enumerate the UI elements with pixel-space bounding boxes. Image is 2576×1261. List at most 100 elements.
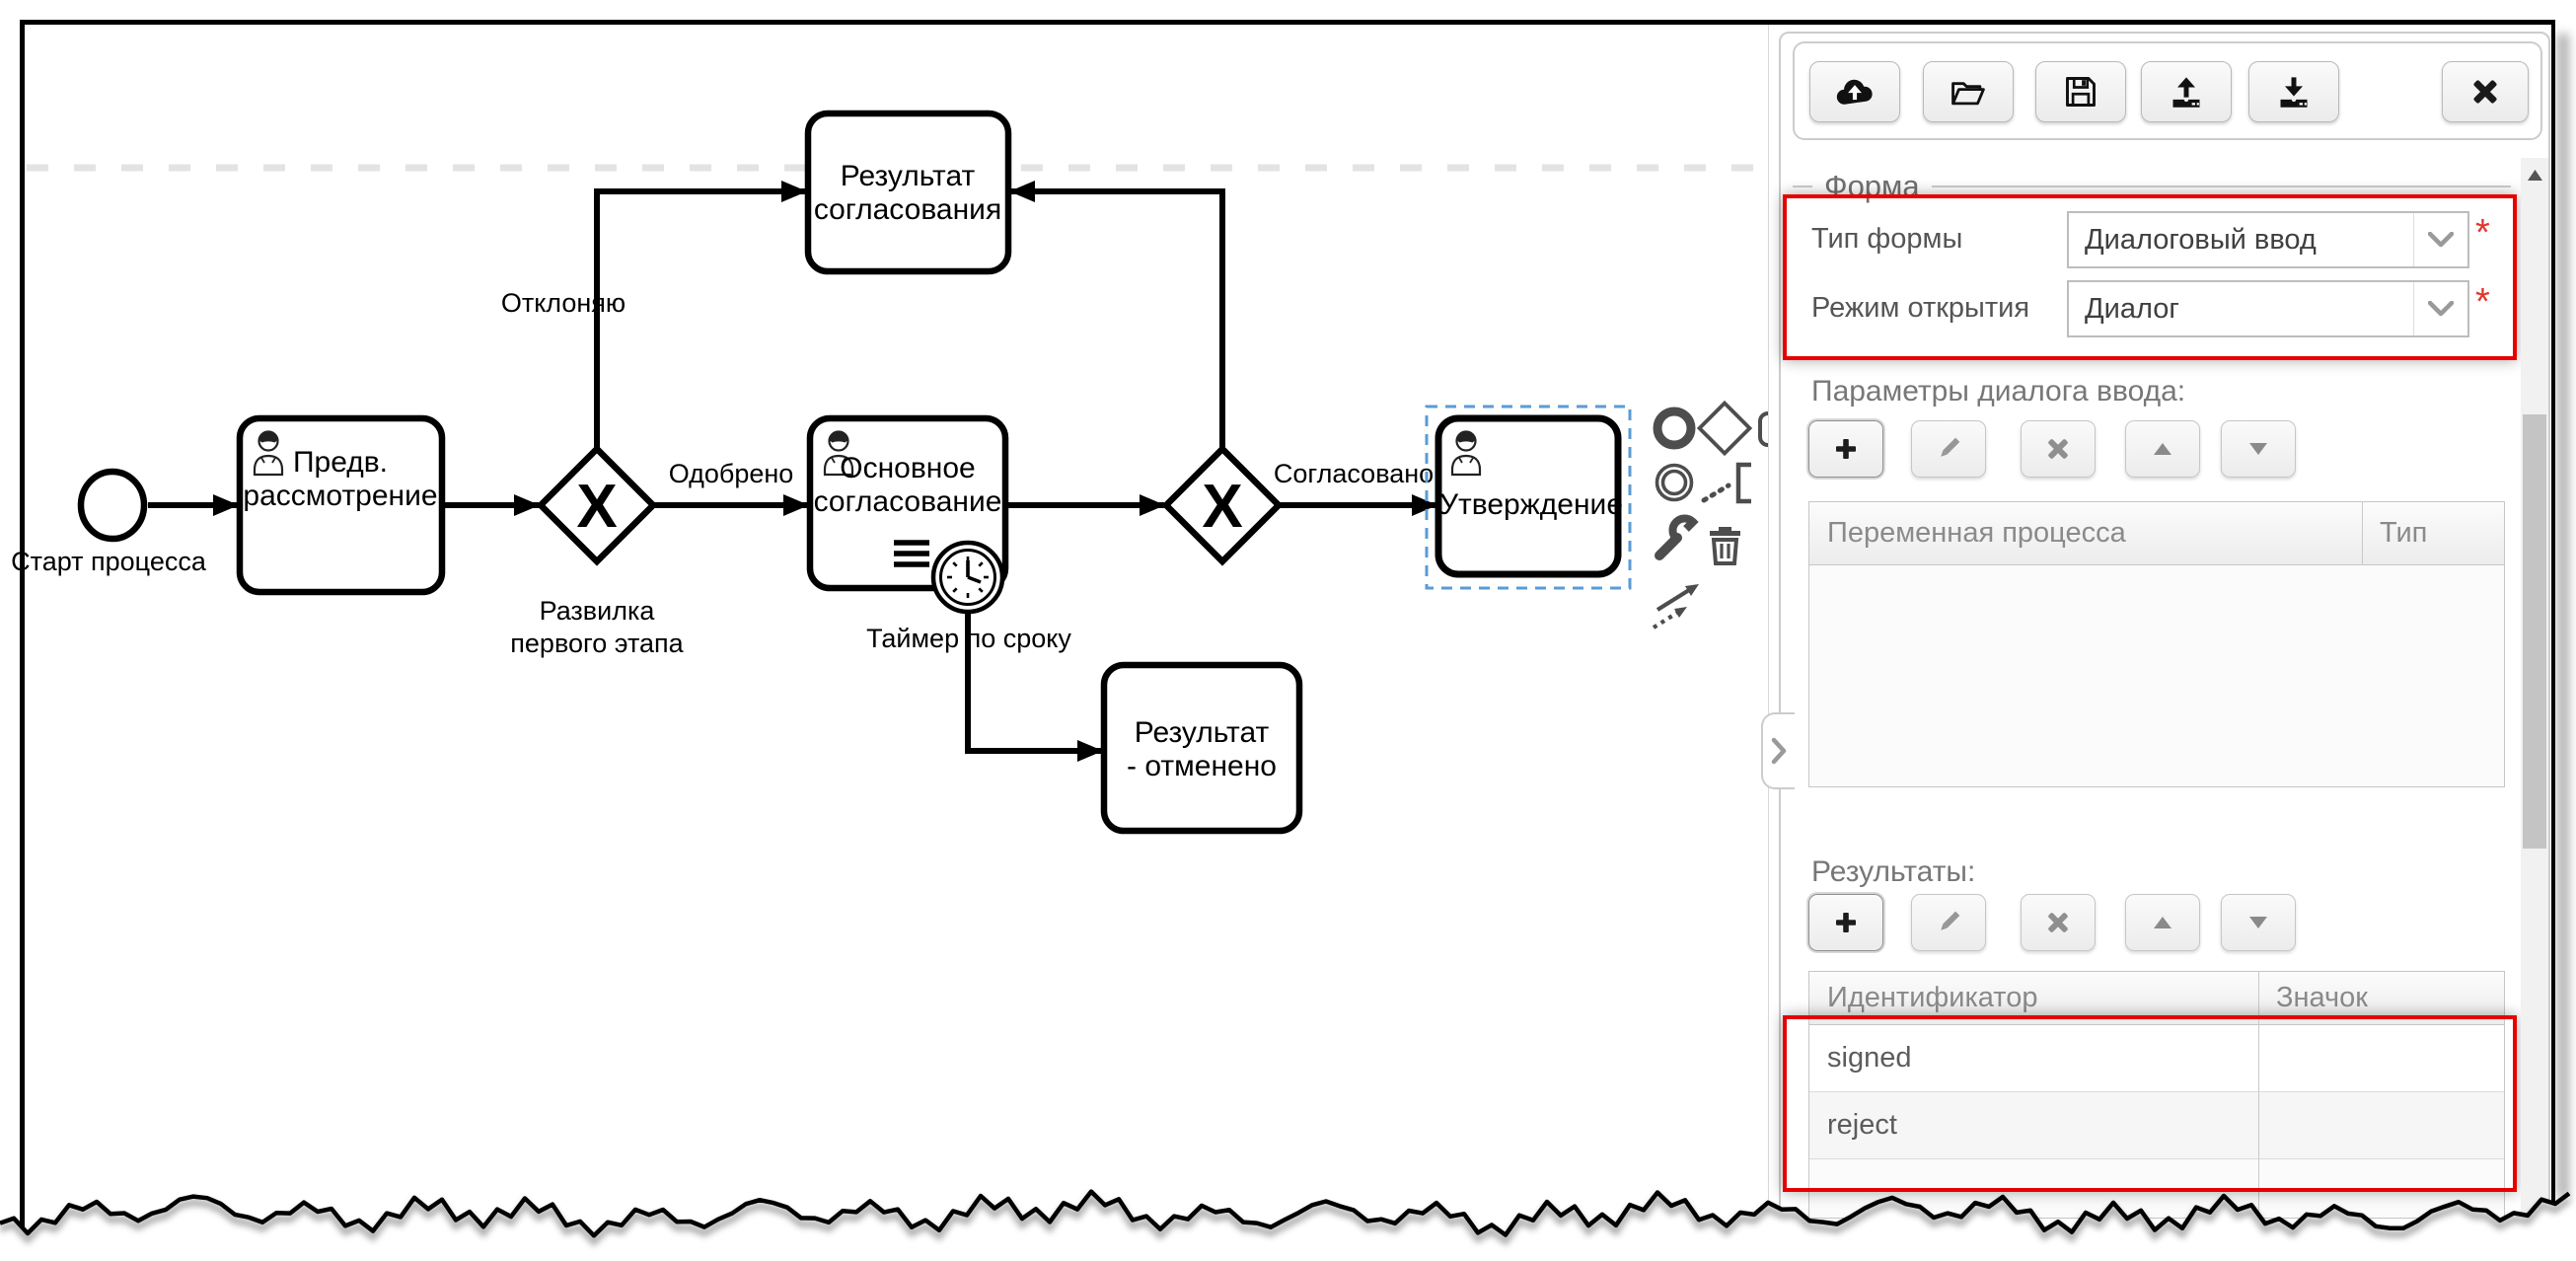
form-highlight-box	[1783, 194, 2517, 360]
results-move-down-button[interactable]	[2221, 894, 2296, 951]
user-icon	[1450, 430, 1482, 477]
x-icon	[2048, 913, 2068, 932]
results-highlight-box	[1783, 1015, 2517, 1192]
intermediate-event-icon[interactable]	[1655, 463, 1694, 502]
panel-scrollbar[interactable]	[2521, 158, 2548, 1214]
params-table[interactable]: Переменная процесса Тип	[1808, 501, 2505, 787]
plus-icon	[1836, 439, 1856, 459]
close-panel-button[interactable]	[2442, 61, 2529, 122]
column-header: Идентификатор	[1827, 982, 2038, 1013]
gateway-icon[interactable]	[1696, 400, 1753, 457]
table-row[interactable]: reject	[1809, 1092, 2504, 1159]
plus-icon	[1836, 913, 1856, 932]
task-approval[interactable]	[1435, 414, 1622, 578]
flow-decline[interactable]	[594, 181, 807, 449]
results-add-button[interactable]	[1808, 894, 1883, 951]
x-icon	[2048, 439, 2068, 459]
download-icon	[2280, 77, 2308, 108]
boundary-timer-event[interactable]	[930, 540, 1005, 615]
selection-outline	[1425, 405, 1632, 590]
results-remove-button[interactable]	[2021, 894, 2096, 951]
results-edit-button[interactable]	[1911, 894, 1986, 951]
properties-panel: Форма Тип формы Диалоговый ввод * Режим …	[1761, 25, 2551, 1261]
row-identifier: signed	[1827, 1042, 1912, 1074]
caret-down-icon	[2249, 917, 2267, 928]
open-button[interactable]	[1923, 61, 2014, 122]
text-annotation-icon[interactable]	[1701, 462, 1751, 504]
column-header: Переменная процесса	[1827, 517, 2126, 549]
chevron-down-icon[interactable]	[2413, 213, 2467, 266]
caret-up-icon	[2154, 917, 2171, 928]
flow-approved-label: Одобрено	[669, 459, 794, 488]
frame-shadow	[2557, 34, 2569, 1198]
cloud-upload-button[interactable]	[1809, 61, 1900, 122]
clock-icon	[947, 556, 989, 598]
task-main-line2: согласование	[814, 485, 1002, 518]
required-asterisk: *	[2475, 281, 2490, 323]
panel-collapse-tab[interactable]	[1761, 712, 1795, 789]
context-pad[interactable]	[1652, 400, 1805, 630]
chevron-right-icon	[1771, 737, 1787, 765]
torn-edge	[0, 1189, 2576, 1261]
caret-down-icon	[2249, 443, 2267, 455]
upload-button[interactable]	[2141, 61, 2232, 122]
params-title: Параметры диалога ввода:	[1811, 375, 2186, 408]
pencil-icon	[1941, 437, 1960, 457]
save-icon	[2066, 77, 2096, 107]
gateway-1-marker: X	[576, 473, 617, 541]
end-event-icon[interactable]	[1653, 407, 1696, 450]
wrench-icon[interactable]	[1655, 514, 1699, 560]
flow-gateway2-to-result[interactable]	[1009, 181, 1225, 449]
sequence-flows[interactable]	[148, 181, 1437, 762]
params-move-up-button[interactable]	[2125, 420, 2200, 478]
task-main-line1: Основное	[840, 452, 975, 484]
sequential-marker-icon	[894, 540, 929, 567]
params-table-body-empty	[1809, 565, 2504, 786]
start-event[interactable]	[77, 468, 148, 543]
required-asterisk: *	[2475, 212, 2490, 254]
chevron-down-icon[interactable]	[2413, 282, 2467, 335]
task-result-agreement[interactable]	[804, 110, 1012, 275]
form-type-value: Диалоговый ввод	[2085, 224, 2317, 256]
task-result-cancelled[interactable]	[1100, 661, 1303, 835]
task-result-cancelled-line1: Результат	[1135, 716, 1270, 749]
gateway-1[interactable]	[536, 444, 658, 566]
task-preliminary-line1: Предв.	[293, 446, 388, 479]
params-add-button[interactable]	[1808, 420, 1883, 478]
flow-decline-label: Отклоняю	[501, 288, 626, 318]
trash-icon[interactable]	[1710, 527, 1740, 565]
results-table[interactable]: Идентификатор Значок signed reject	[1808, 971, 2505, 1219]
connect-arrows-icon[interactable]	[1652, 584, 1699, 630]
task-preliminary[interactable]	[236, 414, 446, 596]
open-mode-value: Диалог	[2085, 293, 2179, 325]
params-remove-button[interactable]	[2021, 420, 2096, 478]
results-move-up-button[interactable]	[2125, 894, 2200, 951]
open-mode-select[interactable]: Диалог	[2067, 280, 2469, 337]
gateway-1-label1: Развилка	[540, 596, 656, 626]
form-type-select[interactable]: Диалоговый ввод	[2067, 211, 2469, 268]
column-divider	[2362, 502, 2363, 564]
form-type-label: Тип формы	[1811, 223, 1963, 255]
download-button[interactable]	[2248, 61, 2339, 122]
task-result-agreement-line1: Результат	[841, 160, 976, 192]
scroll-up-icon	[2527, 169, 2542, 181]
pencil-icon	[1941, 911, 1960, 930]
scrollbar-thumb[interactable]	[2523, 414, 2546, 849]
close-icon	[2473, 80, 2497, 104]
flow-agreed-label: Согласовано	[1274, 459, 1434, 488]
params-edit-button[interactable]	[1911, 420, 1986, 478]
flow-timer-to-cancelled[interactable]	[965, 613, 1103, 762]
task-result-agreement-line2: согласования	[814, 193, 1001, 226]
column-header: Тип	[2380, 517, 2428, 549]
save-button[interactable]	[2035, 61, 2126, 122]
results-title: Результаты:	[1811, 855, 1976, 888]
gateway-1-label2: первого этапа	[510, 629, 684, 658]
params-table-header: Переменная процесса Тип	[1809, 502, 2504, 565]
task-preliminary-line2: рассмотрение	[243, 480, 437, 512]
gateway-2[interactable]	[1161, 444, 1284, 566]
scroll-up-button[interactable]	[2521, 158, 2548, 191]
params-move-down-button[interactable]	[2221, 420, 2296, 478]
table-row[interactable]: signed	[1809, 1025, 2504, 1092]
